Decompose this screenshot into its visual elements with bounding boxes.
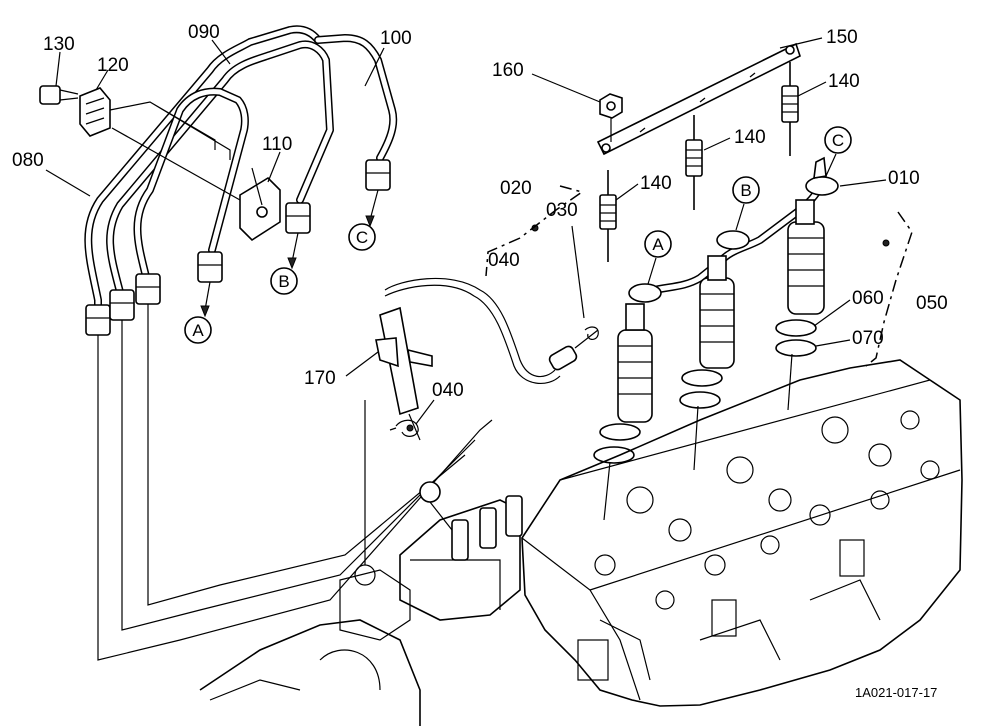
label-110: 110 (262, 134, 292, 155)
glow-plug-lead-150 (596, 42, 801, 156)
label-170: 170 (304, 368, 336, 389)
label-010: 010 (888, 168, 920, 189)
glow-plugs-140 (599, 62, 799, 262)
label-020: 020 (500, 178, 532, 199)
label-090: 090 (188, 22, 220, 43)
pipe-marker-arrows (200, 189, 379, 318)
label-100: 100 (380, 28, 412, 49)
label-140-right: 140 (828, 71, 860, 92)
fuel-return-hose (384, 277, 599, 384)
clamp-120 (79, 87, 111, 137)
label-060: 060 (852, 288, 884, 309)
pipe-marker-a: A (184, 316, 212, 344)
label-120: 120 (97, 55, 129, 76)
pipe-marker-c: C (348, 223, 376, 251)
part-labels: 130 120 090 100 080 110 160 150 140 140 … (12, 22, 948, 401)
svg-text:C: C (832, 131, 844, 150)
label-140-middle: 140 (734, 127, 766, 148)
overflow-end-dot (882, 239, 890, 247)
injection-nozzles (617, 199, 825, 423)
svg-text:C: C (356, 228, 368, 247)
return-pipe-170 (375, 306, 433, 441)
svg-text:B: B (278, 272, 289, 291)
pipe-marker-b: B (270, 267, 298, 295)
group-brackets (485, 185, 913, 367)
figure-reference: 1A021-017-17 (855, 685, 937, 700)
nozzle-washers (593, 319, 817, 521)
label-070: 070 (852, 328, 884, 349)
svg-text:A: A (192, 321, 204, 340)
bolt-130 (39, 85, 79, 105)
injector-marker-c: C (824, 126, 852, 177)
pipe-clamp-110 (239, 167, 281, 242)
gear-case (199, 400, 421, 726)
label-150: 150 (826, 27, 858, 48)
svg-text:B: B (740, 181, 751, 200)
injection-pump (399, 481, 523, 621)
label-160: 160 (492, 60, 524, 81)
cylinder-head (521, 359, 963, 707)
leader-lines (45, 37, 887, 425)
injection-pipes (84, 25, 493, 661)
label-040-lower: 040 (432, 380, 464, 401)
overflow-pipe-010 (628, 156, 839, 303)
hose-clips-040 (389, 419, 419, 437)
label-130: 130 (43, 34, 75, 55)
label-080: 080 (12, 150, 44, 171)
label-040-upper: 040 (488, 250, 520, 271)
svg-text:A: A (652, 235, 664, 254)
injector-marker-a: A (644, 230, 672, 285)
clamp-guide-lines (109, 101, 241, 201)
injector-marker-b: B (732, 176, 760, 231)
label-030: 030 (546, 200, 578, 221)
label-140-left: 140 (640, 173, 672, 194)
nut-160 (599, 93, 623, 142)
label-050: 050 (916, 293, 948, 314)
clip-dot (406, 424, 414, 432)
